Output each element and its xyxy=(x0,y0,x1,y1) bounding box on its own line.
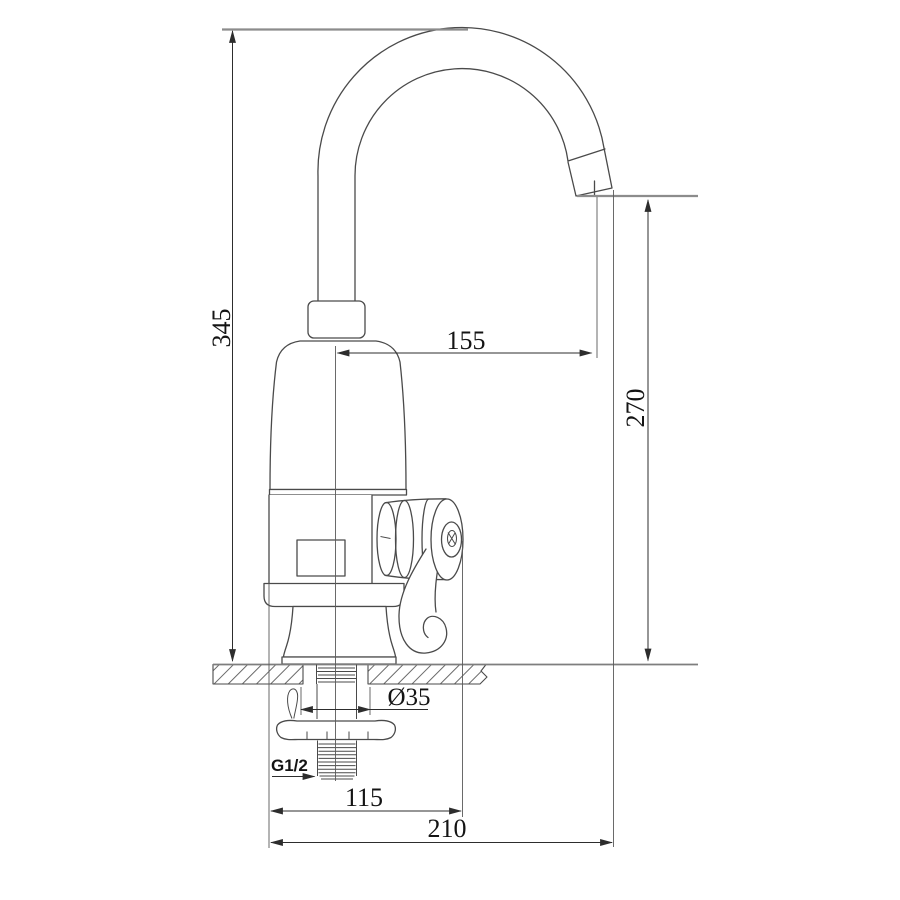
lower-housing xyxy=(268,494,373,585)
body-tank xyxy=(269,340,407,491)
shank-thread xyxy=(316,664,357,684)
lower-housing-fill xyxy=(269,495,372,584)
dim-label-210: 210 xyxy=(428,814,467,843)
spout-collar xyxy=(307,300,366,339)
dim-label-155: 155 xyxy=(447,326,486,355)
base-plate xyxy=(281,656,397,665)
faucet-outline xyxy=(263,26,613,665)
washer-tab xyxy=(287,688,299,719)
knob-hub xyxy=(440,521,463,558)
mounting-nut-fill xyxy=(276,719,396,741)
base-bell xyxy=(282,605,397,658)
deck-hatch-left xyxy=(212,663,304,685)
dimensions: 345 155 270 Ø35 115 210 G1/2 xyxy=(207,29,652,846)
knob-screw-cross xyxy=(447,532,456,545)
lever-handle xyxy=(398,548,448,654)
knob-front-disc xyxy=(430,498,464,581)
dim-label-dia35: Ø35 xyxy=(387,684,430,711)
base-shelf xyxy=(263,582,405,608)
spout-inner-curve xyxy=(354,67,569,303)
shank-below-deck xyxy=(316,684,357,719)
knob-screw xyxy=(447,530,457,547)
display-window xyxy=(296,539,346,577)
body-seam xyxy=(268,488,408,496)
mounting-nut-facets xyxy=(306,731,369,740)
mounting-nut xyxy=(275,719,397,741)
dim-label-270: 270 xyxy=(621,389,650,428)
supply-thread xyxy=(317,740,357,780)
mounting-deck xyxy=(212,663,698,780)
dim-label-115: 115 xyxy=(345,783,383,812)
dim-label-345: 345 xyxy=(207,309,236,348)
deck-hatch-right xyxy=(367,663,488,685)
control-knob xyxy=(375,498,464,654)
thread-label-g12: G1/2 xyxy=(271,756,308,775)
knob-slot-mark xyxy=(380,536,391,539)
extension-lines xyxy=(222,28,698,848)
knob-top-edge xyxy=(384,498,447,504)
spout-aerator xyxy=(567,147,613,197)
